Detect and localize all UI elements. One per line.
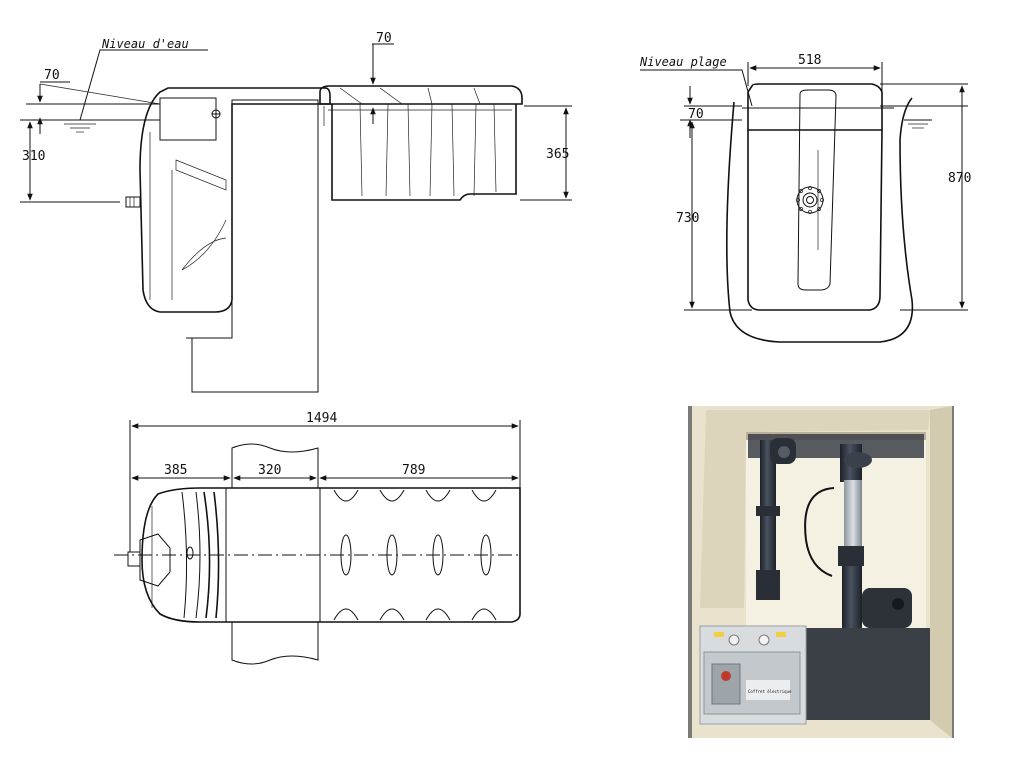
dim-1494-label: 1494: [306, 411, 337, 426]
pump-pipe: [838, 444, 872, 628]
electrical-panel: [699, 625, 807, 725]
front-view-drawing: Niveau plage 518 70 730: [639, 53, 971, 343]
installation-photo: Coffret électrique: [688, 406, 954, 738]
side-view-drawing: Niveau d'eau 70 310 70 365: [20, 31, 572, 393]
panel-label: Coffret électrique: [748, 689, 792, 694]
water-level-label: Niveau d'eau: [101, 37, 189, 51]
filter-tank-side: [319, 85, 523, 201]
dim-518-label: 518: [798, 53, 821, 68]
water-level-symbol-right: [880, 105, 968, 129]
dimension-365: [520, 105, 572, 201]
dim-310-label: 310: [22, 149, 45, 164]
dim-730-label: 730: [676, 211, 699, 226]
water-level-symbol-left: [20, 49, 208, 133]
dim-870-label: 870: [948, 171, 971, 186]
dim-789-label: 789: [402, 463, 425, 478]
dim-70-front-label: 70: [688, 107, 704, 122]
wall-section: [186, 99, 319, 393]
dimension-730: [684, 121, 752, 311]
dim-70-left-label: 70: [44, 68, 60, 83]
dimension-70-left: [26, 81, 161, 134]
skimmer-body-front: [726, 83, 914, 343]
dimension-1494: [129, 420, 521, 552]
suction-pipe: [756, 438, 796, 600]
dim-70-top-label: 70: [376, 31, 392, 46]
beach-level-label: Niveau plage: [639, 55, 727, 69]
pump-housing-plate: [806, 628, 930, 720]
dimension-chain: [131, 468, 519, 488]
nozzle-cover-top: [139, 533, 171, 587]
beach-level-leader: [640, 69, 753, 107]
top-view-drawing: 1494 385 320 789: [114, 411, 522, 665]
skimmer-body-side: [125, 87, 331, 313]
nozzle-flange-front: [796, 186, 824, 214]
wall-plan-section: [231, 443, 319, 665]
dimension-310: [20, 121, 120, 203]
dimension-70-top: [370, 43, 394, 124]
dim-365-label: 365: [546, 147, 569, 162]
dimension-518: [747, 62, 883, 92]
dim-320-label: 320: [258, 463, 281, 478]
dim-385-label: 385: [164, 463, 187, 478]
dimension-870: [880, 83, 968, 311]
nozzle-side: [125, 196, 141, 208]
pump-motor: [862, 588, 912, 628]
